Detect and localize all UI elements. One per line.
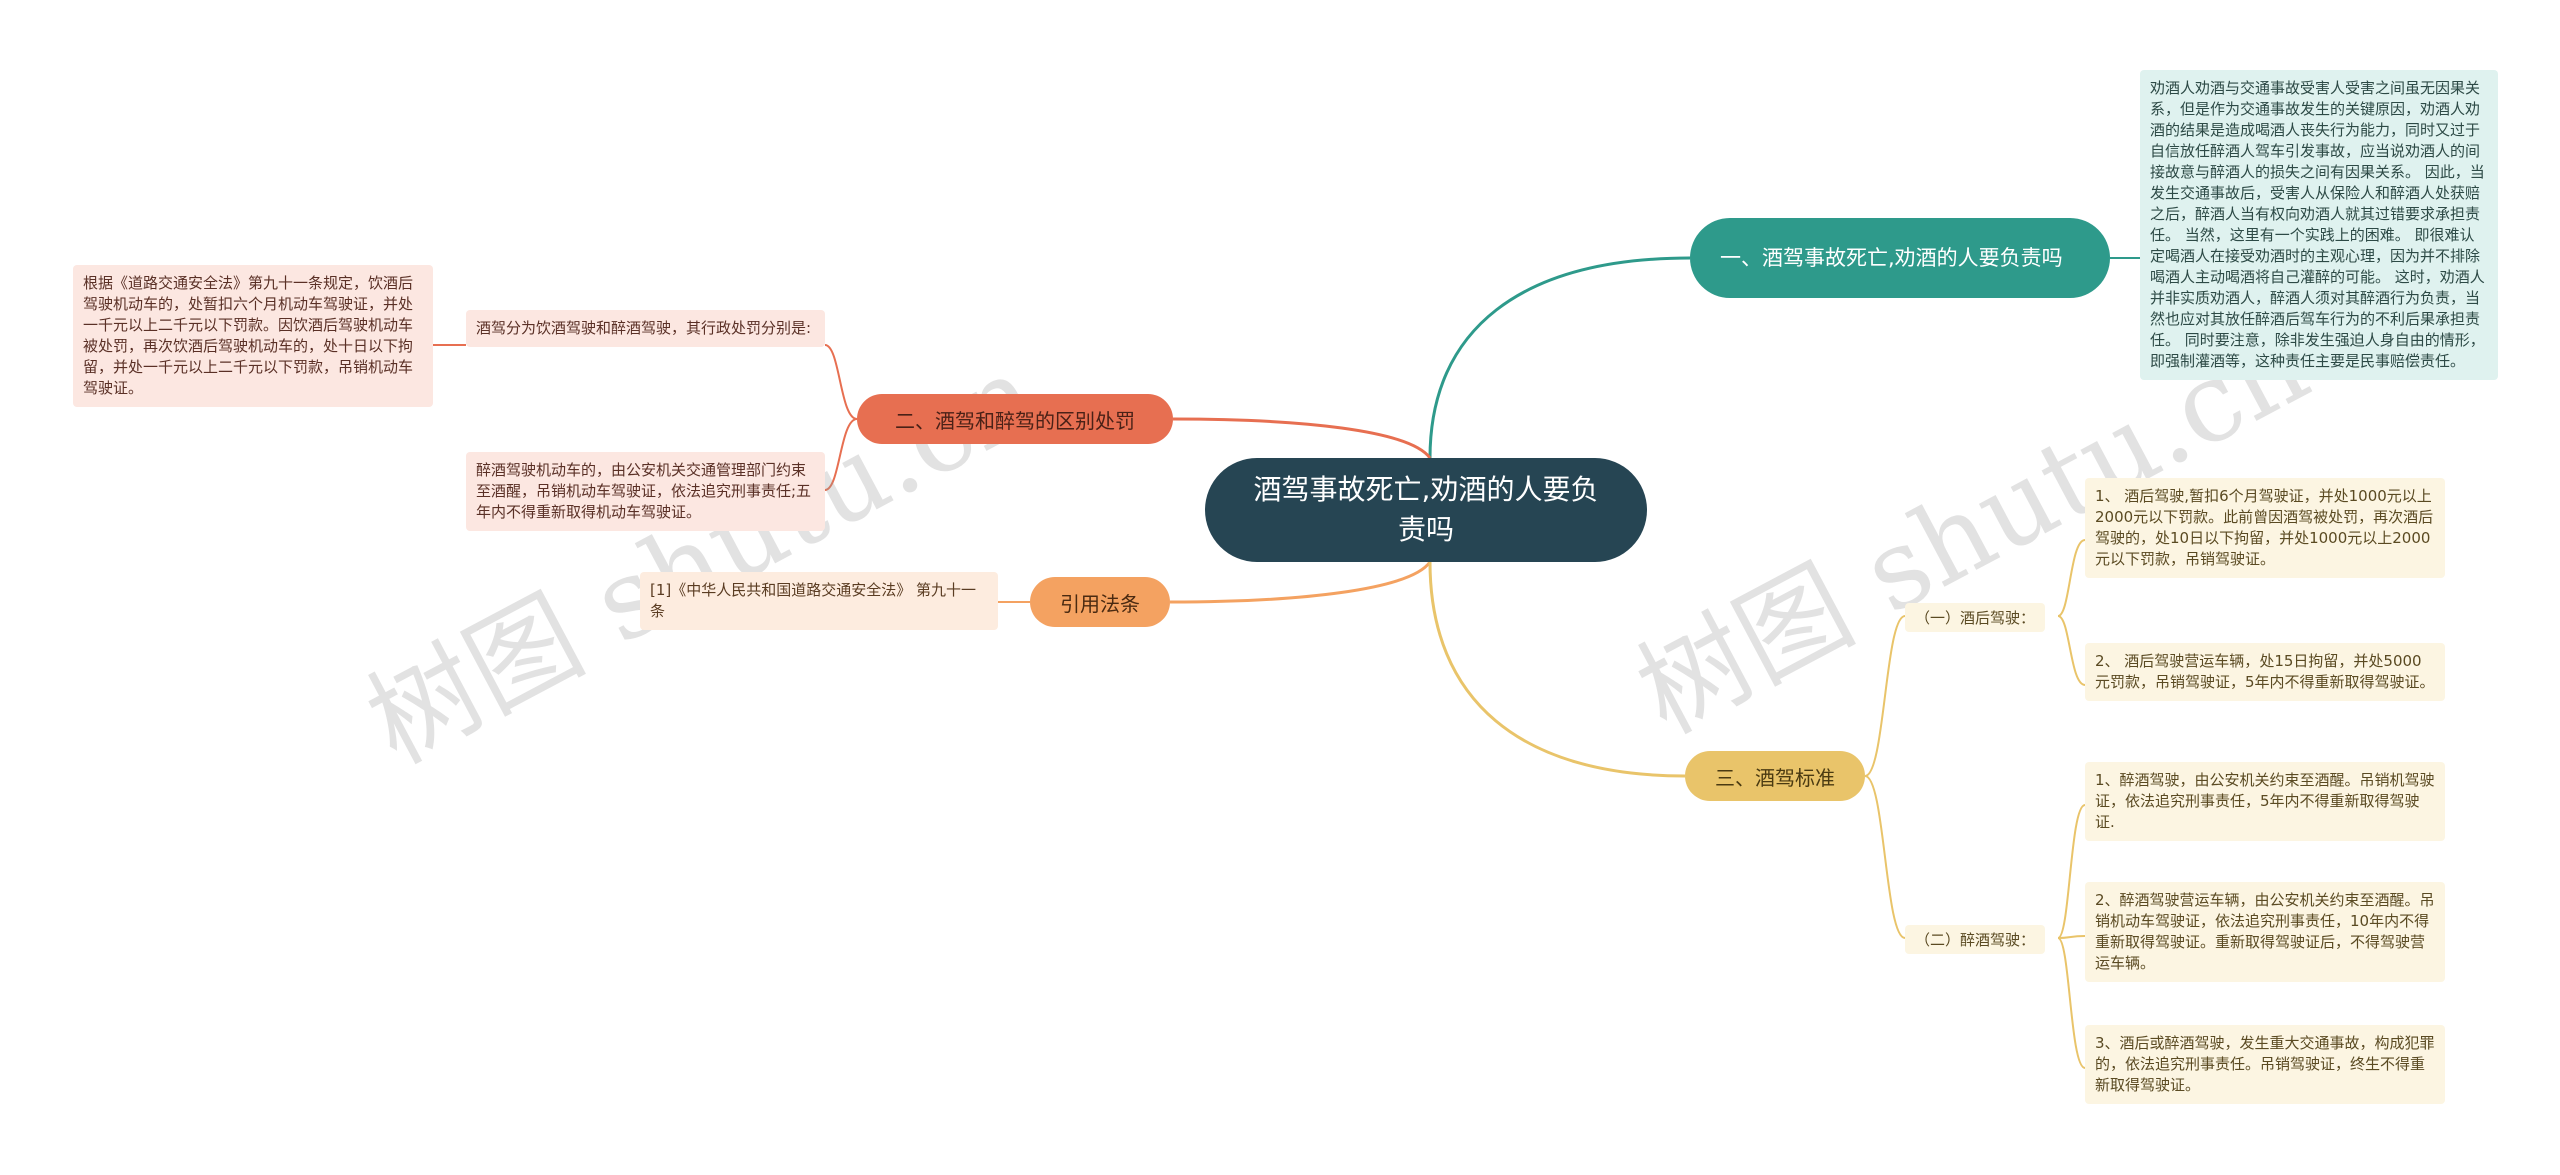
leaf-drunk-driving-1: 1、醉酒驾驶，由公安机关约束至酒醒。吊销机驾驶证，依法追究刑事责任，5年内不得重… [2085, 762, 2445, 841]
branch-penalty-difference[interactable]: 二、酒驾和醉驾的区别处罚 [857, 394, 1173, 444]
branch-drunk-driving-standard[interactable]: 三、酒驾标准 [1685, 751, 1865, 801]
root-topic[interactable]: 酒驾事故死亡,劝酒的人要负责吗 [1205, 458, 1647, 562]
sub-drunk-driving[interactable]: （二）醉酒驾驶： [1905, 925, 2046, 954]
leaf-persuader-liability: 劝酒人劝酒与交通事故受害人受害之间虽无因果关系，但是作为交通事故发生的关键原因，… [2140, 70, 2498, 380]
leaf-law-citation: [1]《中华人民共和国道路交通安全法》 第九十一条 [640, 572, 998, 630]
leaf-drunk-driving-3: 3、酒后或醉酒驾驶，发生重大交通事故，构成犯罪的，依法追究刑事责任。吊销驾驶证，… [2085, 1025, 2445, 1104]
leaf-after-drinking-1: 1、 酒后驾驶,暂扣6个月驾驶证，并处1000元以上2000元以下罚款。此前曾因… [2085, 478, 2445, 578]
leaf-drunk-driving-2: 2、醉酒驾驶营运车辆，由公安机关约束至酒醒。吊销机动车驾驶证，依法追究刑事责任，… [2085, 882, 2445, 982]
leaf-article-91: 根据《道路交通安全法》第九十一条规定，饮酒后驾驶机动车的，处暂扣六个月机动车驾驶… [73, 265, 433, 407]
leaf-after-drinking-2: 2、 酒后驾驶营运车辆，处15日拘留，并处5000元罚款，吊销驾驶证，5年内不得… [2085, 643, 2445, 701]
sub-after-drinking[interactable]: （一）酒后驾驶： [1905, 603, 2046, 632]
leaf-penalty-intro: 酒驾分为饮酒驾驶和醉酒驾驶，其行政处罚分别是: [466, 310, 825, 347]
leaf-drunk-driving-penalty: 醉酒驾驶机动车的，由公安机关交通管理部门约束至酒醒，吊销机动车驾驶证，依法追究刑… [466, 452, 825, 531]
branch-cited-law[interactable]: 引用法条 [1030, 577, 1170, 627]
branch-drunk-driving-liability[interactable]: 一、酒驾事故死亡,劝酒的人要负责吗 [1690, 218, 2110, 298]
